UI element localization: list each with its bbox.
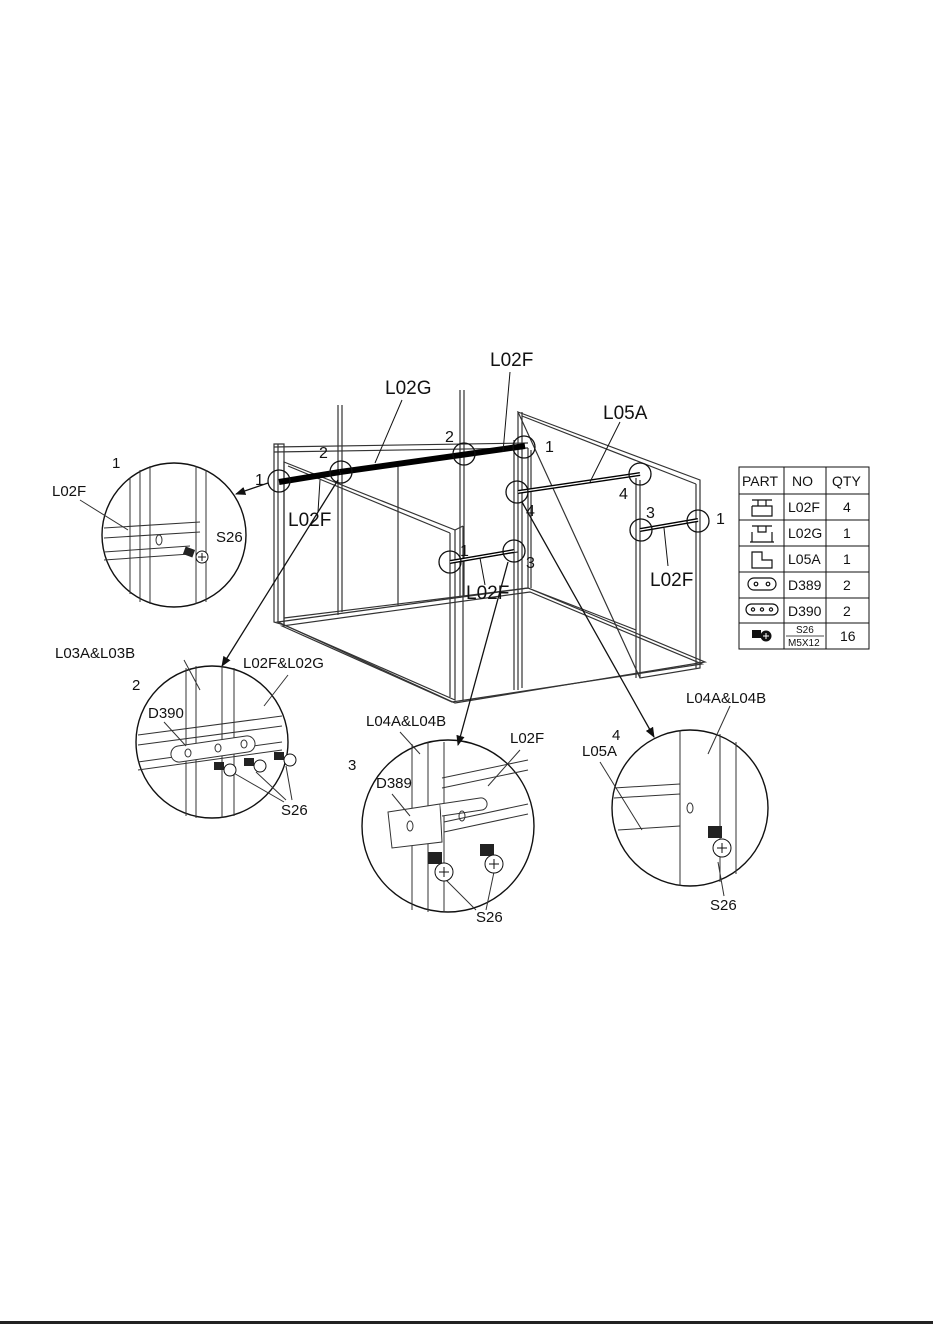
label-l02f-top: L02F [490, 350, 533, 371]
detail-3-screw-label: S26 [476, 909, 503, 926]
detail-3-plate-label: D389 [376, 775, 412, 792]
greenhouse-frame [274, 390, 705, 703]
detail-1: 1 L02F S26 [52, 455, 246, 607]
detail-3: L04A&L04B L02F 3 D389 [348, 713, 544, 926]
table-row-6-no2: M5X12 [788, 638, 820, 649]
table-row-6-qty: 16 [840, 628, 856, 644]
screw-icon [183, 547, 208, 563]
joint-num-4-right: 4 [619, 486, 628, 503]
label-l02g-top: L02G [385, 378, 431, 399]
table-row-2-no: L02G [788, 525, 822, 541]
label-l02f-left: L02F [288, 510, 331, 531]
table-row-5-no: D390 [788, 603, 822, 619]
table-header-no: NO [792, 473, 813, 489]
joint-circles [268, 436, 709, 573]
table-row-2-qty: 1 [843, 525, 851, 541]
detail-3-top-right-label: L02F [510, 730, 544, 747]
detail-2-top-left-label: L03A&L03B [55, 645, 135, 662]
joint-num-1-left: 1 [255, 472, 264, 489]
label-l05a-top: L05A [603, 403, 648, 424]
label-l02f-right: L02F [650, 570, 693, 591]
joint-num-1-front: 1 [460, 543, 469, 560]
d389-plate-icon [748, 578, 776, 590]
table-header-part: PART [742, 473, 778, 489]
table-row-4-qty: 2 [843, 577, 851, 593]
detail-1-number: 1 [112, 455, 120, 472]
l02f-profile-icon [752, 500, 772, 516]
table-header-qty: QTY [832, 473, 861, 489]
joint-num-1-top: 1 [545, 439, 554, 456]
joint-num-3-front: 3 [526, 555, 535, 572]
table-row-6-no: S26 [796, 625, 814, 636]
detail-2-number: 2 [132, 677, 140, 694]
detail-2-plate-label: D390 [148, 705, 184, 722]
table-row-1-qty: 4 [843, 499, 851, 515]
parts-table: PART NO QTY L02F 4 [739, 467, 869, 649]
joint-num-4-center: 4 [526, 503, 535, 520]
table-row-5-qty: 2 [843, 603, 851, 619]
table-row-3-qty: 1 [843, 551, 851, 567]
detail-2: L03A&L03B 2 L02F&L02G D390 [55, 645, 324, 819]
detail-4-number: 4 [612, 727, 620, 744]
table-row-4-no: D389 [788, 577, 822, 593]
detail-3-top-left-label: L04A&L04B [366, 713, 446, 730]
joint-num-2-center: 2 [445, 429, 454, 446]
screw-icon [428, 844, 503, 881]
table-row-3-no: L05A [788, 551, 821, 567]
detail-1-screw-label: S26 [216, 529, 243, 546]
l05a-profile-icon [752, 552, 772, 568]
screw-icon [708, 826, 731, 857]
detail-2-screw-label: S26 [281, 802, 308, 819]
joint-num-3-right: 3 [646, 505, 655, 522]
label-l02f-center: L02F [466, 583, 509, 604]
detail-4: L04A&L04B 4 L05A S26 [582, 690, 768, 914]
table-row-1-no: L02F [788, 499, 820, 515]
detail-4-screw-label: S26 [710, 897, 737, 914]
detail-4-part-label: L05A [582, 743, 617, 760]
screw-icon [752, 630, 772, 642]
detail-1-part-label: L02F [52, 483, 86, 500]
l02g-profile-icon [750, 526, 774, 542]
detail-3-number: 3 [348, 757, 356, 774]
detail-4-top-right-label: L04A&L04B [686, 690, 766, 707]
joint-num-1-right: 1 [716, 511, 725, 528]
joint-num-2-left: 2 [319, 445, 328, 462]
detail-2-top-right-label: L02F&L02G [243, 655, 324, 672]
d390-plate-icon [746, 604, 778, 615]
